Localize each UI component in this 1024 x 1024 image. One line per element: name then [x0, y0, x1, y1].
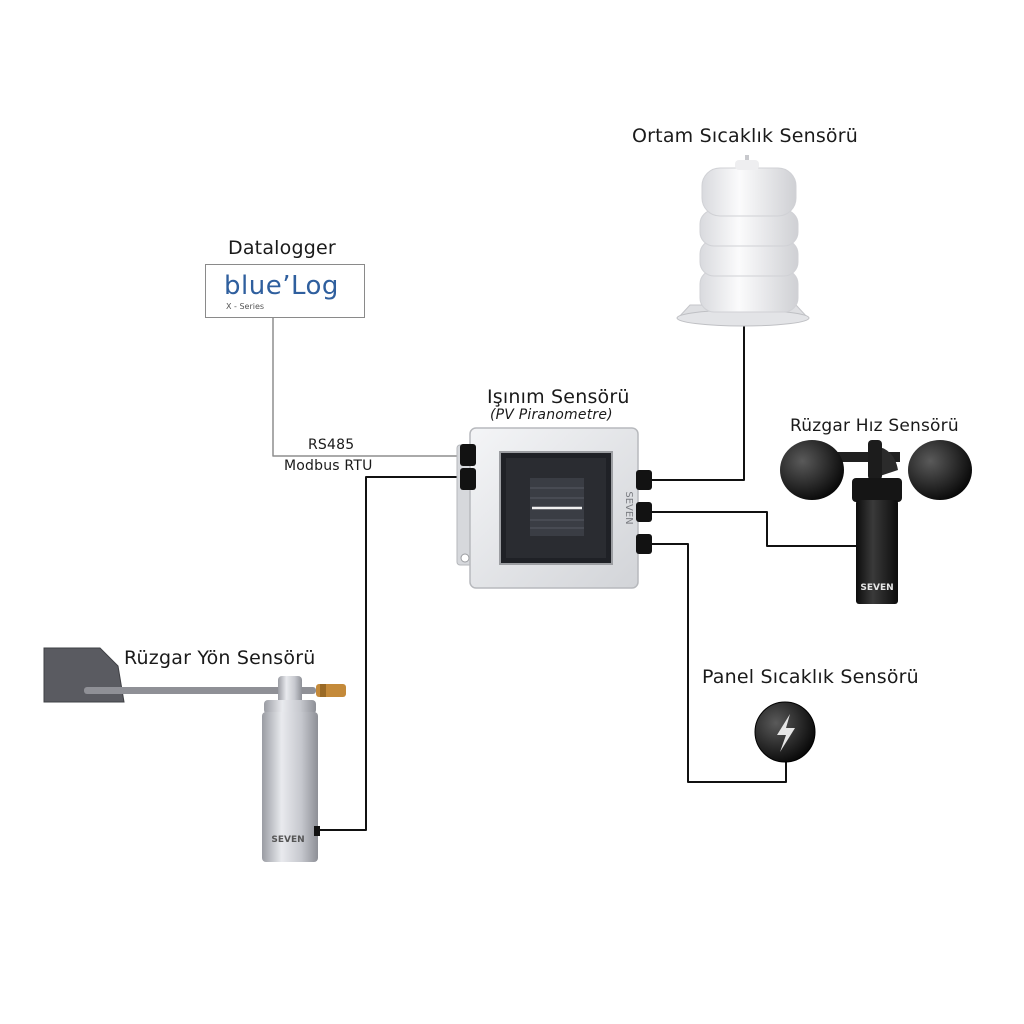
ambient-temperature-label: Ortam Sıcaklık Sensörü: [632, 125, 859, 147]
wind-speed-brand-mark: SEVEN: [860, 583, 893, 593]
lightning-icon: [777, 714, 795, 752]
rs485-label: RS485: [308, 437, 355, 453]
cable-wind-speed: [647, 511, 859, 547]
ambient-temperature-sensor-image: [676, 155, 810, 327]
wind-direction-label: Rüzgar Yön Sensörü: [124, 647, 316, 669]
irradiance-sensor-image: SEVEN: [456, 427, 652, 589]
irradiance-sensor-label: Işınım Sensörü: [487, 386, 630, 408]
wind-speed-label: Rüzgar Hız Sensörü: [790, 416, 959, 436]
datalogger-label: Datalogger: [228, 237, 336, 259]
wind-direction-sensor-image: SEVEN: [43, 647, 346, 862]
modbus-label: Modbus RTU: [284, 458, 373, 474]
cables: [272, 317, 859, 831]
wind-speed-sensor-image: SEVEN: [780, 440, 972, 604]
cable-wind-direction: [317, 476, 463, 831]
irradiance-sensor-sublabel: (PV Piranometre): [490, 407, 613, 423]
irradiance-brand-mark: SEVEN: [623, 491, 634, 524]
panel-temperature-sensor-image: [754, 701, 816, 763]
cable-datalogger-rs485: [272, 317, 463, 457]
datalogger-logo-box: blue’Log X - Series: [205, 264, 365, 318]
cable-ambient-temp: [647, 323, 745, 481]
datalogger-logo-sub: X - Series: [226, 302, 265, 311]
wind-direction-brand-mark: SEVEN: [271, 835, 304, 845]
panel-temperature-label: Panel Sıcaklık Sensörü: [702, 666, 919, 688]
cable-panel-temp: [647, 543, 787, 783]
datalogger-logo: blue’Log: [224, 271, 339, 301]
